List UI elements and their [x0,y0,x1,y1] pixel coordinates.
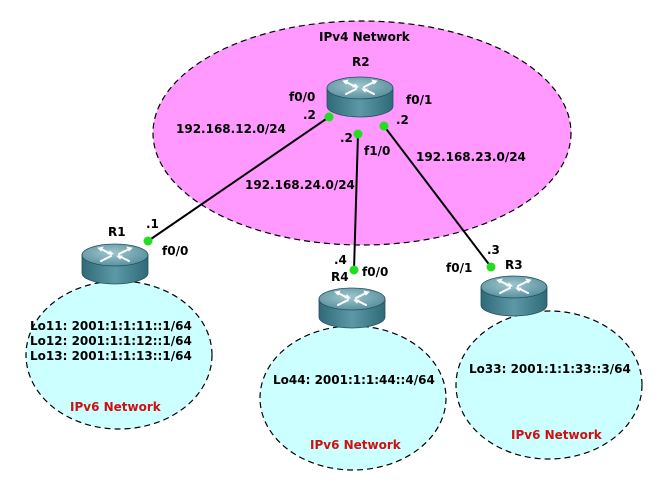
router-label-r3: R3 [505,258,523,272]
link-r2-r4 [353,133,359,271]
interface-dot-r2-f00 [324,112,334,122]
interface-dot-r1-f00 [143,236,153,246]
ipv6-network-area-r4 [259,325,447,471]
r2-interface-f00-label: f0/0 [289,90,315,104]
r3-ipv6-network-label: IPv6 Network [511,428,603,442]
interface-dot-r4-f00 [349,265,359,275]
router-r4[interactable]: R4 [318,270,386,329]
r1-loopback-lo12: Lo12: 2001:1:1:12::1/64 [30,334,192,348]
router-r3[interactable]: R3 [480,258,548,317]
r4-loopback-lo44: Lo44: 2001:1:1:44::4/64 [273,373,435,387]
router-label-r4: R4 [331,270,349,284]
r2-r4-subnet-label: 192.168.24.0/24 [245,178,355,192]
router-label-r1: R1 [108,225,126,239]
r2-host-r4-link-label: .2 [340,131,353,145]
ipv4-network-label: IPv4 Network [319,30,411,44]
r4-ipv6-network-label: IPv6 Network [310,438,402,452]
link-r2-r3 [383,125,492,268]
r4-interface-f00-label: f0/0 [362,265,388,279]
r3-interface-f01-label: f0/1 [446,261,472,275]
interface-dot-r2-f01 [379,121,389,131]
r2-interface-f01-label: f0/1 [406,93,432,107]
router-r1[interactable]: R1 [81,225,149,285]
r3-loopback-lo33: Lo33: 2001:1:1:33::3/64 [469,362,631,376]
r1-loopback-lo13: Lo13: 2001:1:1:13::1/64 [30,349,192,363]
link-r2-r1 [147,116,330,242]
interface-dot-r3-f01 [486,262,496,272]
r1-ipv6-network-label: IPv6 Network [70,400,162,414]
r3-host-label: .3 [487,243,500,257]
r2-host-r3-link-label: .2 [396,113,409,127]
interface-dot-r2-f10 [353,129,363,139]
router-label-r2: R2 [352,55,370,69]
ipv6-network-area-r3 [455,310,643,460]
r2-host-r1-link-label: .2 [303,108,316,122]
r4-host-label: .4 [334,253,347,267]
r2-r3-subnet-label: 192.168.23.0/24 [416,150,526,164]
r2-interface-f10-label: f1/0 [364,144,390,158]
r1-loopback-lo11: Lo11: 2001:1:1:11::1/64 [30,319,192,333]
r2-r1-subnet-label: 192.168.12.0/24 [176,122,286,136]
r1-host-label: .1 [146,217,159,231]
router-r2[interactable]: R2 [326,55,394,118]
r1-interface-f00-label: f0/0 [162,244,188,258]
